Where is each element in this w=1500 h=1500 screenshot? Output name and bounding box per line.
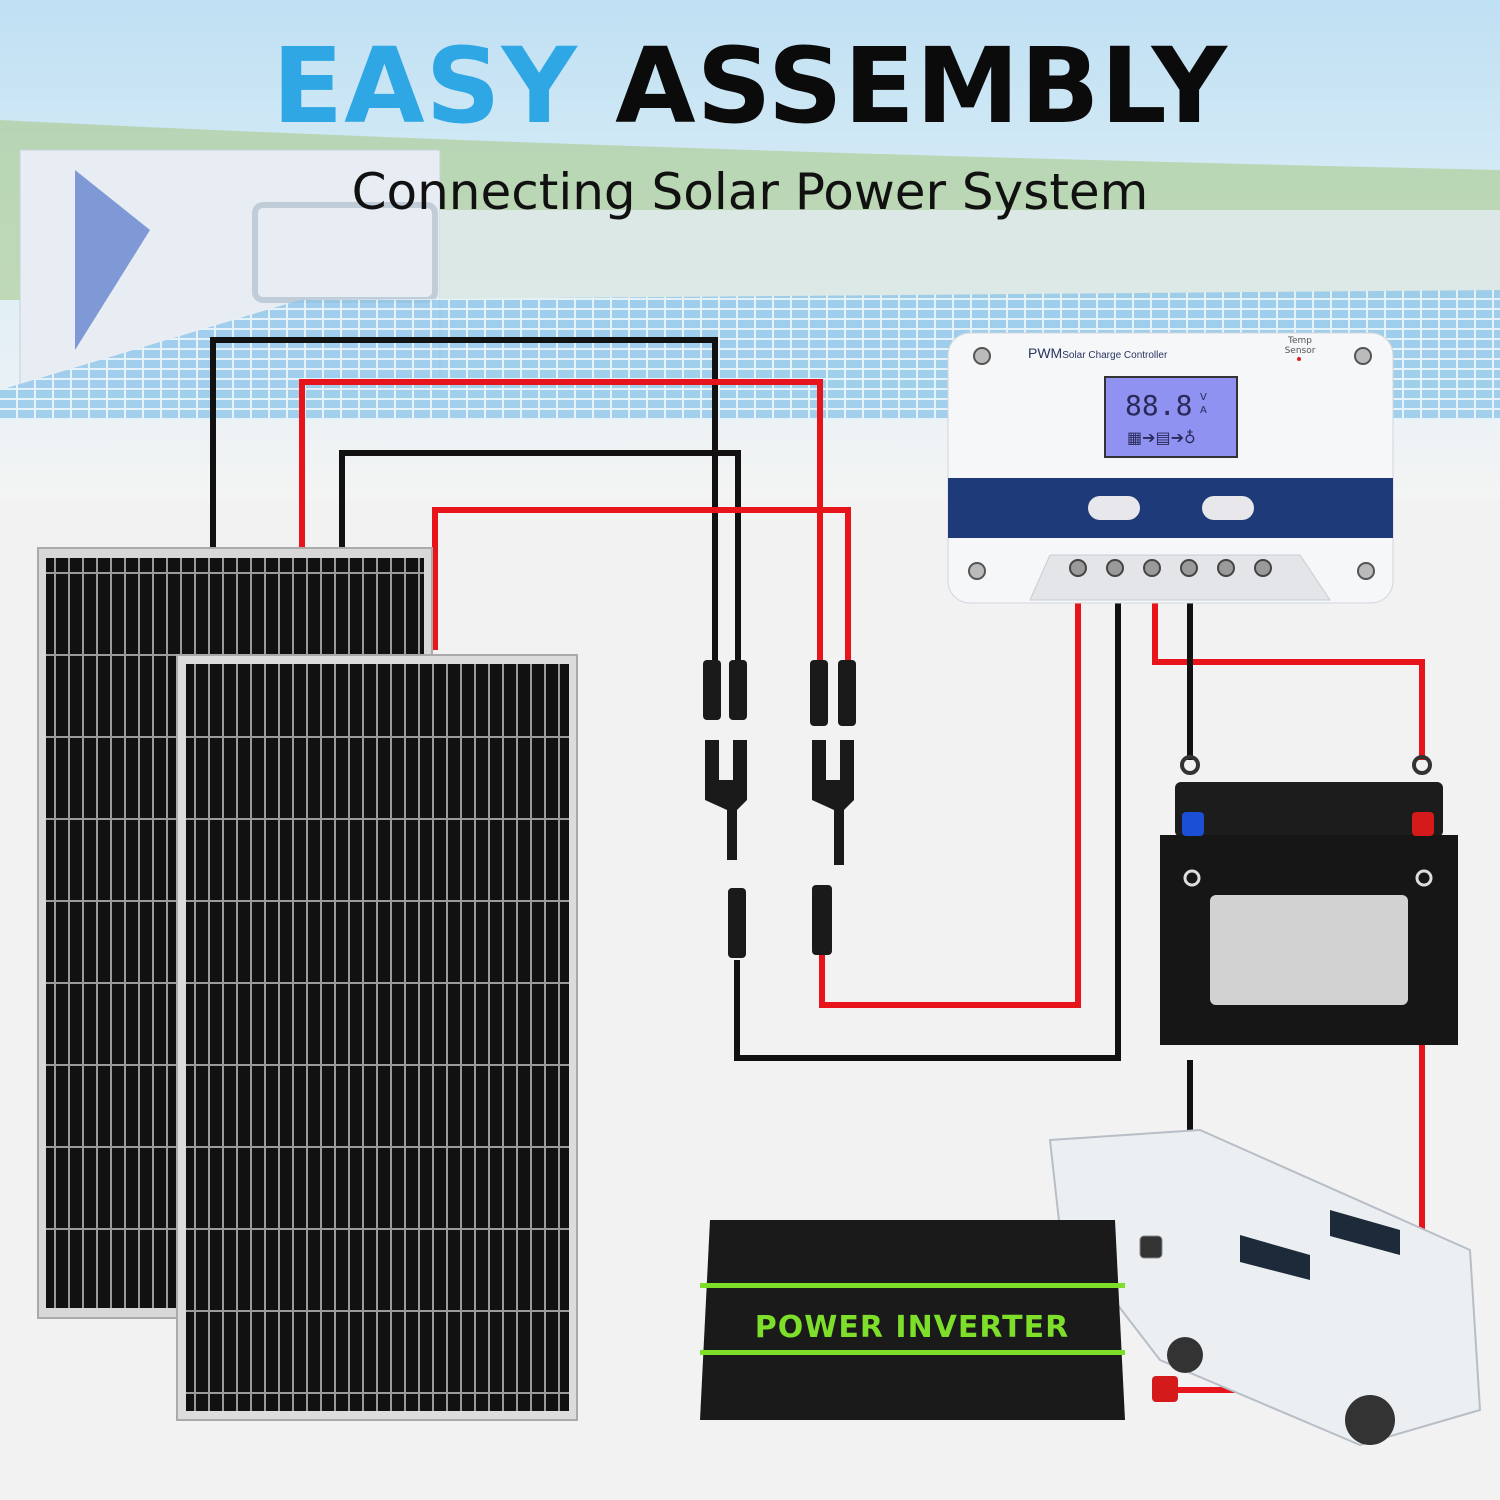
inverter-positive-terminal [1152, 1376, 1178, 1402]
battery [1160, 782, 1458, 1045]
temp-sensor-label: Temp [1287, 336, 1312, 346]
menu-button[interactable] [1088, 496, 1140, 520]
mc4-connectors [703, 660, 856, 958]
container-logo [75, 170, 150, 350]
lcd-display [1104, 376, 1238, 458]
temp-sensor-led [1297, 357, 1301, 361]
mc4-connector [838, 660, 856, 726]
controller-brand: PWM [1028, 345, 1062, 361]
power-inverter: POWER INVERTER [700, 1220, 1178, 1420]
page-title: EASY ASSEMBLY [0, 34, 1500, 138]
solar-panel-front [176, 654, 578, 1421]
containers-row [440, 210, 1500, 300]
temp-sensor-label-2: Sensor [1285, 346, 1316, 356]
mc4-connector [729, 660, 747, 720]
lcd-value: 88.8 [1125, 389, 1192, 422]
inverter-negative-terminal [1139, 1235, 1163, 1259]
red-wire-panel1 [299, 379, 823, 665]
battery-label-area [1210, 895, 1408, 1005]
controller-name: Solar Charge Controller [1062, 350, 1168, 361]
lcd-flow-icons: ▦➔▤➔♁ [1127, 428, 1196, 447]
rv-solar-panel [1330, 1210, 1400, 1255]
y-branch-connector-positive [812, 740, 854, 865]
ring-terminal-negative [1180, 755, 1200, 775]
y-branch-connector-negative [705, 740, 747, 860]
rv-solar-panel [1240, 1235, 1310, 1280]
mc4-connector [703, 660, 721, 720]
mounting-screws [968, 347, 1375, 580]
charge-controller: PWMSolar Charge Controller Temp Sensor 8… [947, 332, 1394, 604]
black-wire-to-controller [734, 600, 1121, 1061]
page-subtitle: Connecting Solar Power System [351, 163, 1149, 221]
lcd-unit-v: V [1200, 392, 1207, 403]
black-wire-panel1 [210, 337, 718, 665]
mc4-connector [728, 888, 746, 958]
title-assembly: ASSEMBLY [615, 25, 1228, 147]
lcd-unit-a: A [1200, 405, 1207, 416]
red-wire-to-controller [819, 600, 1081, 1008]
ring-terminal-positive [1412, 755, 1432, 775]
mc4-connector [812, 885, 832, 955]
title-easy: EASY [272, 25, 578, 147]
battery-negative-terminal [1182, 812, 1204, 836]
red-wire-panel2 [432, 507, 851, 665]
set-button[interactable] [1202, 496, 1254, 520]
svg-text:PWMSolar Charge Controller: PWMSolar Charge Controller [1028, 345, 1168, 361]
mc4-connector [810, 660, 828, 726]
red-wire-controller-battery [1152, 600, 1425, 760]
inverter-label: POWER INVERTER [755, 1310, 1069, 1345]
terminal-screws [1069, 559, 1272, 577]
battery-positive-terminal [1412, 812, 1434, 836]
